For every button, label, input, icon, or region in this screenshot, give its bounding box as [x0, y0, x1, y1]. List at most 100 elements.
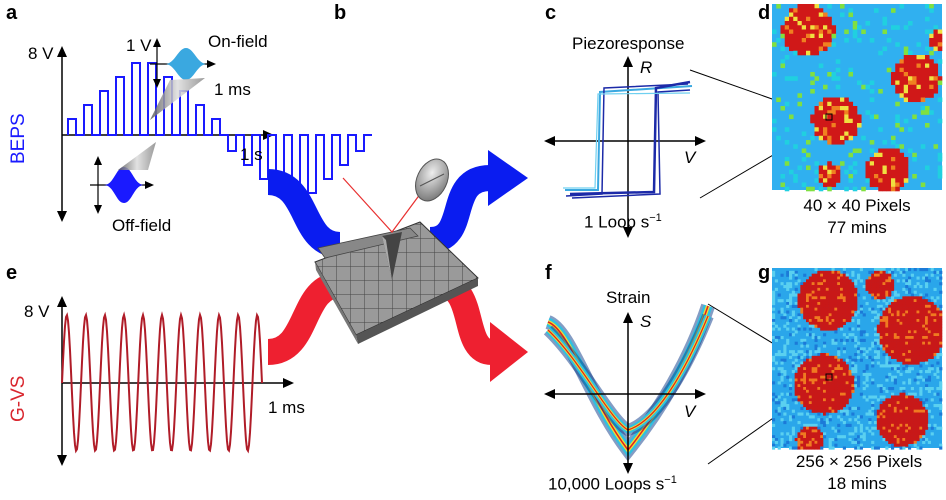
- map-g-pixel: [896, 412, 900, 416]
- map-g-pixel: [896, 321, 900, 325]
- map-g-pixel: [828, 276, 832, 280]
- map-g-pixel: [859, 330, 863, 334]
- map-g-pixel: [913, 443, 917, 447]
- map-g-pixel: [916, 299, 920, 303]
- map-g-pixel: [831, 389, 835, 393]
- map-g-pixel: [800, 406, 804, 410]
- map-g-pixel: [789, 392, 793, 396]
- map-g-pixel: [908, 319, 912, 323]
- map-g-pixel: [865, 375, 869, 379]
- map-g-pixel: [899, 353, 903, 357]
- map-g-pixel: [908, 378, 912, 382]
- map-g-pixel: [908, 287, 912, 291]
- map-d-pixel: [789, 76, 794, 81]
- map-d-pixel: [810, 16, 815, 22]
- map-g-pixel: [930, 341, 934, 345]
- map-g-pixel: [800, 443, 804, 447]
- map-g-pixel: [871, 273, 875, 277]
- map-g-pixel: [806, 285, 810, 289]
- map-d-pixel: [929, 67, 934, 73]
- map-d-pixel: [840, 110, 845, 115]
- map-g-pixel: [828, 367, 832, 371]
- map-g-pixel: [845, 336, 849, 340]
- map-g-pixel: [791, 313, 795, 317]
- map-d-pixel: [818, 63, 824, 69]
- map-g-pixel: [814, 392, 818, 396]
- map-g-pixel: [896, 319, 900, 323]
- map-g-pixel: [820, 446, 824, 450]
- map-d-pixel: [814, 21, 820, 26]
- map-d-pixel: [865, 110, 871, 115]
- map-g-pixel: [823, 387, 827, 391]
- map-g-pixel: [857, 324, 861, 328]
- map-g-pixel: [834, 409, 838, 413]
- map-g-pixel: [842, 398, 846, 402]
- map-g-pixel: [845, 375, 849, 379]
- map-g-pixel: [808, 401, 812, 405]
- map-g-pixel: [896, 404, 900, 408]
- map-g-pixel: [927, 307, 931, 311]
- map-g-pixel: [857, 273, 861, 277]
- map-g-pixel: [874, 350, 878, 354]
- beps-mode-label: BEPS: [8, 113, 29, 164]
- map-g-pixel: [905, 336, 909, 340]
- map-g-pixel: [916, 336, 920, 340]
- map-g-pixel: [899, 401, 903, 405]
- map-g-pixel: [823, 293, 827, 297]
- map-g-pixel: [885, 333, 889, 337]
- map-g-pixel: [780, 392, 784, 396]
- map-g-pixel: [840, 287, 844, 291]
- map-d-pixel: [780, 174, 786, 179]
- map-g-pixel: [777, 409, 781, 413]
- map-g-pixel: [868, 418, 872, 422]
- map-d-pixel: [818, 123, 824, 128]
- map-d-pixel: [784, 55, 790, 60]
- map-g-pixel: [834, 381, 838, 385]
- map-g-pixel: [919, 347, 923, 351]
- map-g-pixel: [851, 290, 855, 294]
- map-g-pixel: [811, 293, 815, 297]
- map-g-pixel: [811, 381, 815, 385]
- map-g-pixel: [871, 290, 875, 294]
- map-g-pixel: [882, 435, 886, 439]
- map-g-pixel: [817, 287, 821, 291]
- map-g-pixel: [806, 287, 810, 291]
- map-d-pixel: [835, 165, 841, 171]
- map-g-pixel: [933, 344, 937, 348]
- map-d-pixel: [937, 169, 943, 175]
- map-g-pixel: [885, 446, 889, 450]
- map-d-pixel: [865, 174, 871, 179]
- map-g-pixel: [828, 324, 832, 328]
- map-g-pixel: [879, 387, 883, 391]
- map-g-pixel: [854, 302, 858, 306]
- map-g-pixel: [806, 429, 810, 433]
- map-d-pixel: [806, 50, 811, 56]
- map-d-pixel: [814, 50, 820, 56]
- map-g-pixel: [925, 361, 929, 365]
- map-g-pixel: [831, 409, 835, 413]
- map-g-pixel: [854, 367, 858, 371]
- map-g-pixel: [893, 347, 897, 351]
- map-g-pixel: [865, 372, 869, 376]
- map-g-pixel: [899, 310, 903, 314]
- map-g-pixel: [842, 387, 846, 391]
- map-g-pixel: [910, 273, 914, 277]
- map-g-pixel: [910, 293, 914, 297]
- map-g-pixel: [817, 302, 821, 306]
- map-d-pixel: [780, 33, 786, 39]
- map-d-pixel: [793, 25, 798, 30]
- map-g-pixel: [910, 333, 914, 337]
- map-g-pixel: [845, 398, 849, 402]
- map-g-pixel: [817, 321, 821, 325]
- map-d-pixel: [784, 127, 790, 132]
- map-g-pixel: [905, 330, 909, 334]
- map-g-pixel: [774, 398, 778, 402]
- map-g-pixel: [837, 381, 841, 385]
- map-g-pixel: [888, 287, 892, 291]
- map-g-pixel: [899, 404, 903, 408]
- map-g-pixel: [845, 387, 849, 391]
- map-g-pixel: [899, 372, 903, 376]
- map-d-pixel: [916, 84, 922, 90]
- map-d-pixel: [895, 84, 900, 90]
- map-d-pixel: [784, 161, 790, 166]
